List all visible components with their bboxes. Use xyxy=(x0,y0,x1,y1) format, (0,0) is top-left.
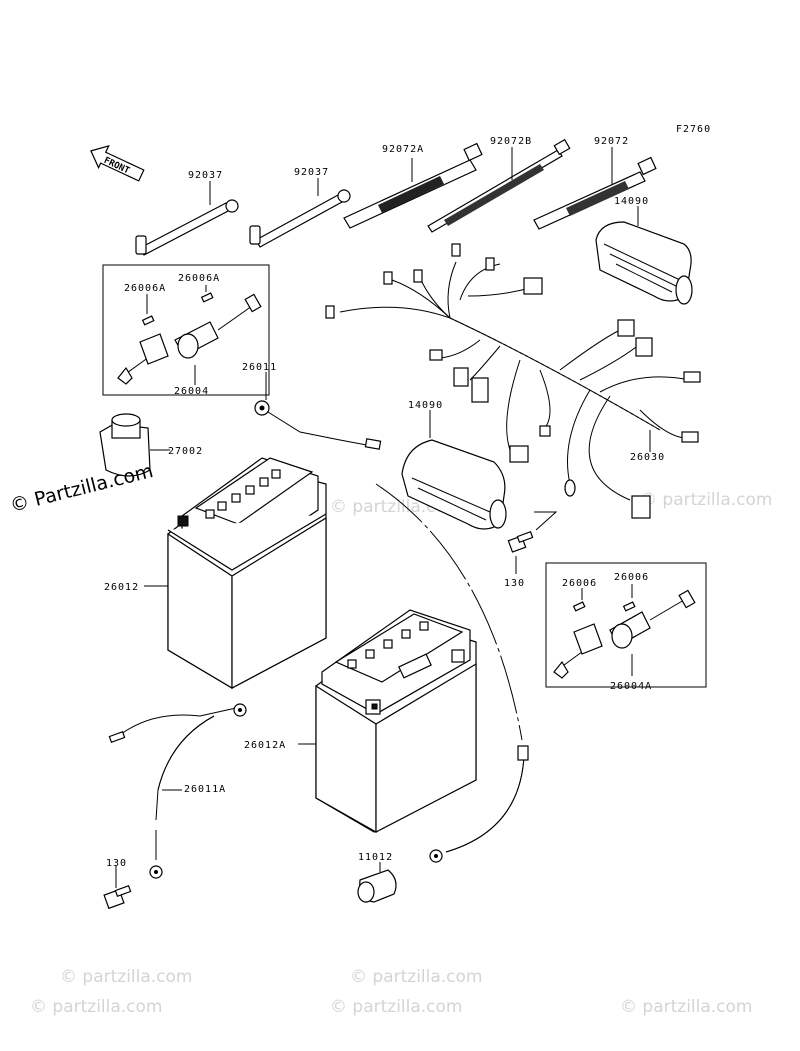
cable-tie-92072B xyxy=(427,138,571,233)
label-26011: 26011 xyxy=(242,362,277,373)
fuse-kit-26004 xyxy=(102,264,270,396)
dashed-wire-path xyxy=(375,483,523,741)
label-26006-1: 26006 xyxy=(562,578,597,589)
watermark-lower-left: © partzilla.com xyxy=(60,967,193,987)
watermark-bottom-right: © partzilla.com xyxy=(620,997,753,1017)
figure-code: F2760 xyxy=(676,124,711,135)
wiring-harness-26030 xyxy=(325,243,701,519)
label-130-a: 130 xyxy=(504,578,525,589)
label-11012: 11012 xyxy=(358,852,393,863)
watermark-bottom-left: © partzilla.com xyxy=(30,997,163,1017)
watermark-bottom-center: © partzilla.com xyxy=(330,997,463,1017)
label-26012: 26012 xyxy=(104,582,139,593)
label-14090-mid: 14090 xyxy=(408,400,443,411)
label-26006-2: 26006 xyxy=(614,572,649,583)
relay-27002 xyxy=(99,413,170,477)
watermarks: © partzilla.com © partzilla.com © partzi… xyxy=(30,490,773,1017)
watermark-right: © partzilla.com xyxy=(640,490,773,510)
cover-14090-top xyxy=(595,206,693,305)
label-92072: 92072 xyxy=(594,136,629,147)
label-92037-b: 92037 xyxy=(294,167,329,178)
label-92037-a: 92037 xyxy=(188,170,223,181)
lead-26011 xyxy=(254,372,382,450)
label-14090-top: 14090 xyxy=(614,196,649,207)
label-26006A-1: 26006A xyxy=(124,283,166,294)
fuse-kit-26004A xyxy=(545,562,707,688)
strap-92037-left xyxy=(135,181,239,256)
strap-92037-right xyxy=(249,178,351,248)
cable-tie-92072A xyxy=(343,142,483,229)
label-26004A: 26004A xyxy=(610,681,652,692)
lead-26011A xyxy=(108,703,247,879)
label-26004: 26004 xyxy=(174,386,209,397)
bolt-130-a xyxy=(507,511,558,574)
bolt-130-b xyxy=(103,866,132,910)
label-92072A: 92072A xyxy=(382,144,424,155)
lead-end-and-cap-11012 xyxy=(357,745,529,903)
label-92072B: 92072B xyxy=(490,136,532,147)
cover-14090-mid xyxy=(401,410,507,530)
label-130-b: 130 xyxy=(106,858,127,869)
front-arrow-icon: FRONT xyxy=(90,144,145,182)
label-26012A: 26012A xyxy=(244,740,286,751)
label-26030: 26030 xyxy=(630,452,665,463)
watermark-lower-center: © partzilla.com xyxy=(350,967,483,987)
cable-tie-92072 xyxy=(533,147,657,230)
label-26011A: 26011A xyxy=(184,784,226,795)
watermark-dark: © Partzilla.com xyxy=(8,460,156,517)
label-27002: 27002 xyxy=(168,446,203,457)
battery-26012 xyxy=(144,457,327,690)
battery-26012A xyxy=(298,609,477,834)
label-26006A-2: 26006A xyxy=(178,273,220,284)
